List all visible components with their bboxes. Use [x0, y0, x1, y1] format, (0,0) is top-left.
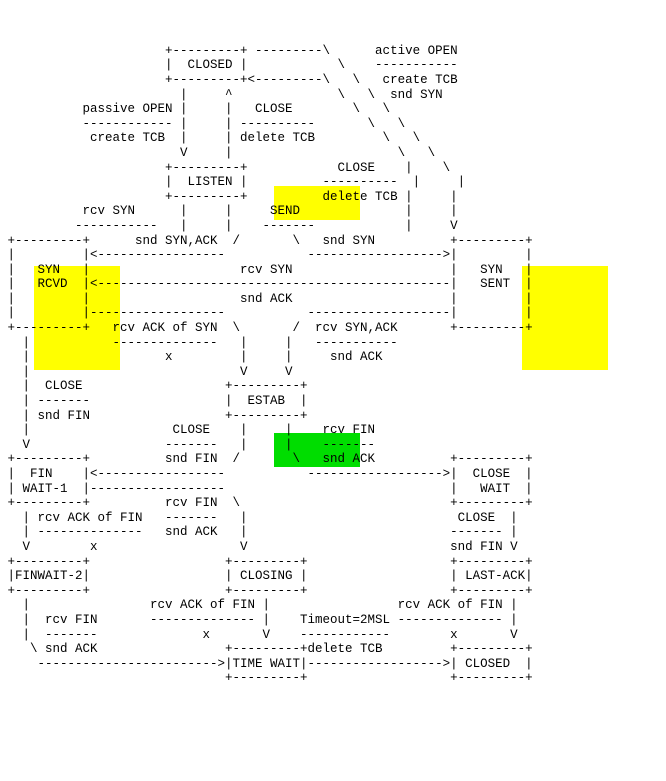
diagram-line: | | snd ACK | |	[0, 291, 533, 306]
diagram-line: |FINWAIT-2| | CLOSING | | LAST-ACK|	[0, 569, 533, 584]
diagram-line	[0, 15, 533, 30]
diagram-line: | ------- | ESTAB |	[0, 394, 308, 409]
diagram-line: +---------+ rcv FIN \ +---------+	[0, 496, 533, 511]
diagram-line: +---------+<---------\ \ create TCB	[0, 72, 458, 87]
diagram-line: | snd FIN +---------+	[0, 408, 308, 423]
tcp-state-diagram: +---------+ ---------\ active OPEN | CLO…	[0, 0, 533, 686]
syn-sent-state-highlight	[522, 266, 608, 370]
diagram-line: | RCVD |<-------------------------------…	[0, 277, 533, 292]
estab-state-highlight	[274, 433, 360, 467]
diagram-line: V x V snd FIN V	[0, 539, 518, 554]
diagram-line: +---------+ snd FIN / \ snd ACK +-------…	[0, 452, 533, 467]
diagram-line: \ snd ACK +---------+delete TCB +-------…	[0, 642, 533, 657]
diagram-line: | rcv FIN -------------- | Timeout=2MSL …	[0, 612, 518, 627]
diagram-line: +---------+ +---------+	[0, 671, 533, 686]
diagram-line: V | \ \	[0, 145, 436, 160]
diagram-line	[0, 29, 533, 44]
diagram-line: | |------------------ ------------------…	[0, 306, 533, 321]
diagram-line: | -------------- | | -----------	[0, 335, 398, 350]
diagram-line: | CLOSE +---------+	[0, 379, 308, 394]
diagram-line: | x | | snd ACK	[0, 350, 383, 365]
diagram-line: | LISTEN | ---------- | |	[0, 175, 466, 190]
diagram-line: +---------+ snd SYN,ACK / \ snd SYN +---…	[0, 233, 533, 248]
diagram-line: create TCB | | delete TCB \ \	[0, 131, 421, 146]
diagram-line: | SYN | rcv SYN | SYN |	[0, 262, 533, 277]
diagram-line: | WAIT-1 |------------------ | WAIT |	[0, 481, 533, 496]
diagram-line: | ------- x V ------------ x V	[0, 627, 518, 642]
listen-state-highlight	[274, 186, 360, 220]
diagram-line: | rcv ACK of FIN ------- | CLOSE |	[0, 510, 518, 525]
diagram-line: passive OPEN | | CLOSE \ \	[0, 102, 391, 117]
diagram-line: +---------+ +---------+ +---------+	[0, 554, 533, 569]
diagram-line: ----------- | | ------- | V	[0, 218, 458, 233]
diagram-line	[0, 0, 533, 15]
diagram-line: +---------+ +---------+ +---------+	[0, 583, 533, 598]
diagram-line: +---------+ delete TCB | |	[0, 189, 458, 204]
diagram-line: | FIN |<----------------- --------------…	[0, 467, 533, 481]
diagram-line: | rcv ACK of FIN | rcv ACK of FIN |	[0, 598, 518, 613]
diagram-line: +---------+ ---------\ active OPEN	[0, 43, 458, 58]
diagram-line: +---------+ CLOSE | \	[0, 160, 451, 175]
diagram-line: +---------+ rcv ACK of SYN \ / rcv SYN,A…	[0, 321, 533, 336]
syn-rcvd-state-highlight	[34, 266, 120, 370]
diagram-line: | V V	[0, 364, 293, 379]
diagram-line: | -------------- snd ACK | ------- |	[0, 525, 518, 540]
diagram-line: | CLOSED | \ -----------	[0, 58, 458, 73]
diagram-line: | CLOSE | | rcv FIN	[0, 423, 376, 438]
diagram-line: rcv SYN | | SEND | |	[0, 204, 458, 219]
diagram-line: | |<----------------- ------------------…	[0, 248, 533, 263]
diagram-line: | ^ \ \ snd SYN	[0, 87, 443, 102]
diagram-line: ------------------------>|TIME WAIT|----…	[0, 656, 533, 671]
diagram-line: ------------ | | ---------- \ \	[0, 116, 406, 131]
diagram-line: V ------- | | -------	[0, 437, 376, 452]
